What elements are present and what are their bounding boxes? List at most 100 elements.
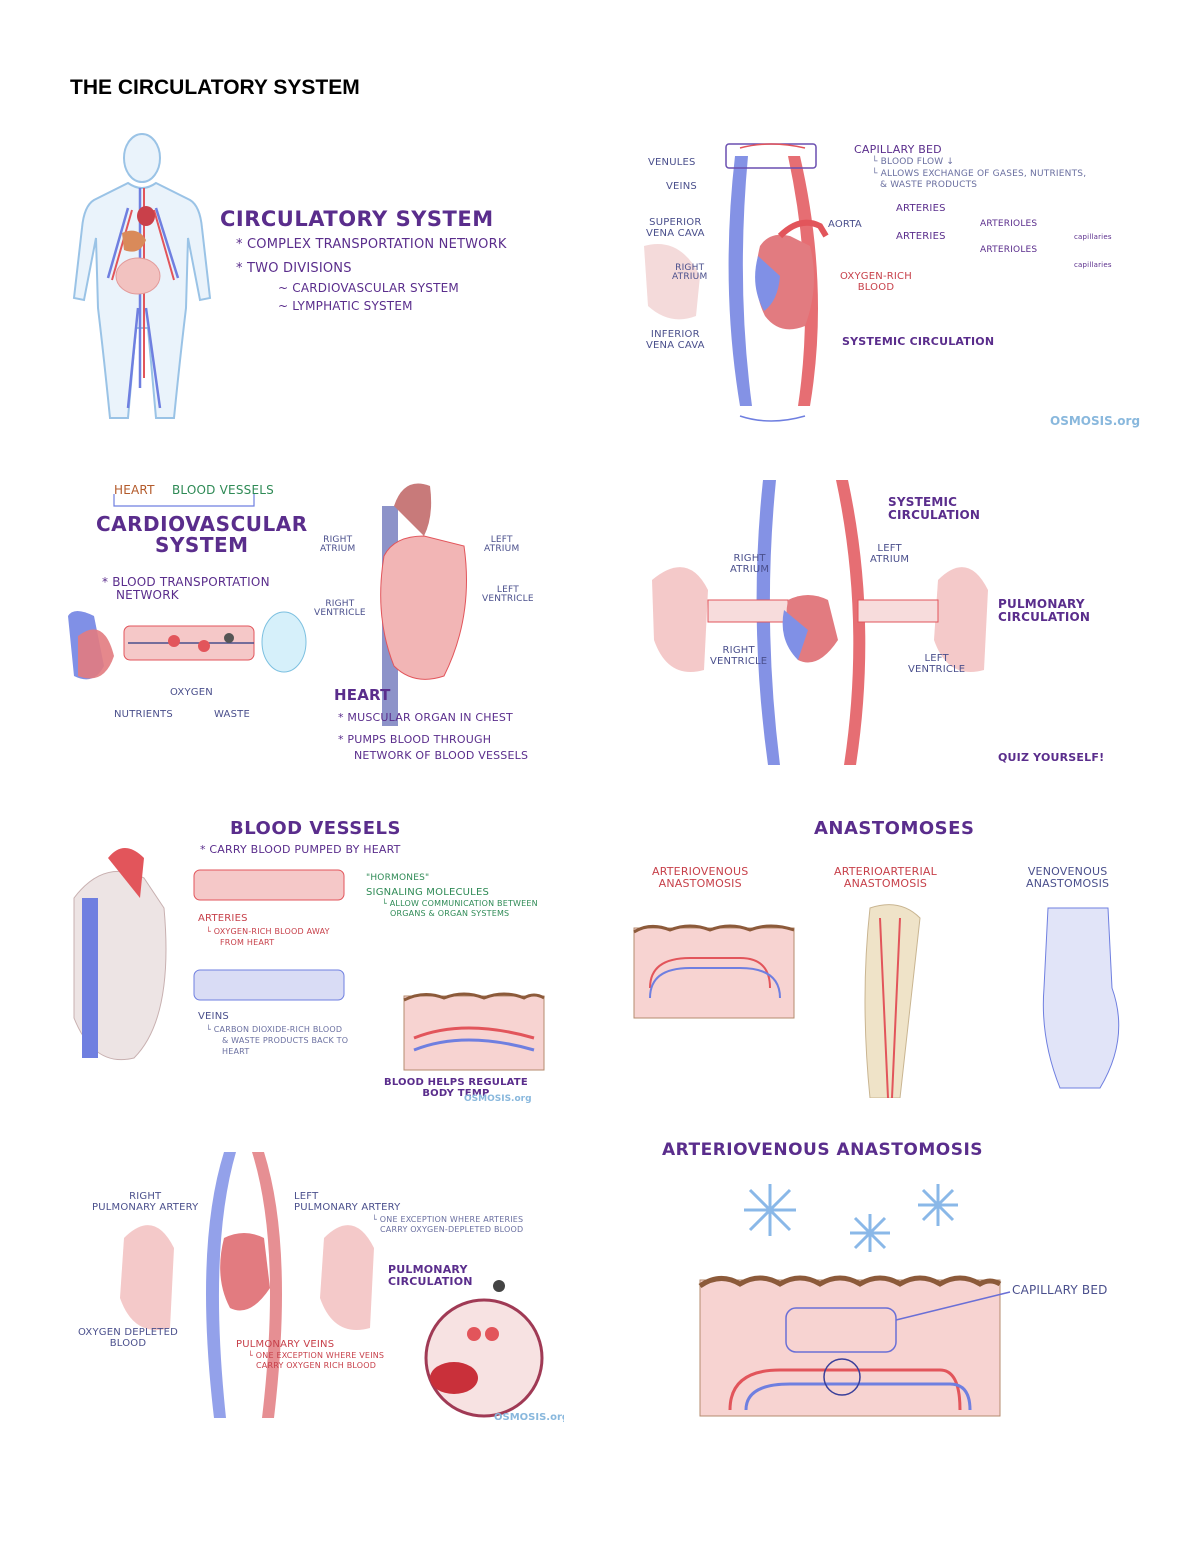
- left-ventricle-label: LEFT VENTRICLE: [908, 653, 966, 675]
- capillaries-label-2: capillaries: [1074, 261, 1112, 269]
- sub-lymphatic: ~ LYMPHATIC SYSTEM: [278, 299, 413, 313]
- lpa-line-2: PULMONARY ARTERY: [294, 1201, 401, 1213]
- heart-bullet-3: NETWORK of BLOOD VESSELS: [354, 749, 529, 762]
- aorta-label: AORTA: [828, 219, 862, 230]
- pulmonary-circulation-label: PULMONARY CIRCULATION: [388, 1264, 473, 1287]
- panel-cardiovascular-system: HEART BLOOD VESSELS CARDIOVASCULAR SYSTE…: [64, 466, 554, 774]
- osmosis-logo: OSMOSIS.org: [494, 1412, 564, 1423]
- signaling-note-1: └ ALLOW COMMUNICATION between: [382, 899, 538, 908]
- superior-vena-cava-label: SUPERIOR VENA CAVA: [646, 217, 705, 239]
- right-atrium-label: RIGHT ATRIUM: [672, 263, 708, 283]
- pulmonary-circulation-label: PULMONARY CIRCULATION: [998, 598, 1090, 623]
- anastomoses-diagram: [633, 904, 1120, 1098]
- blood-vessels-diagram: [73, 848, 545, 1071]
- veins-note-1: └ CARBON DIOXIDE-RICH BLOOD: [206, 1025, 343, 1034]
- signaling-note-2: ORGANS & ORGAN SYSTEMS: [390, 909, 510, 918]
- veins-label: VEINS: [666, 181, 697, 192]
- pul4-line-2: CIRCULATION: [998, 609, 1091, 624]
- sys4-line-1: SYSTEMIC: [888, 495, 958, 509]
- arterioles-label-1: ARTERIOLES: [980, 219, 1038, 229]
- av-line-1: ARTERIOVENOUS: [652, 865, 749, 878]
- pulmonary-veins-label: PULMONARY VEINS: [236, 1339, 335, 1350]
- aa-line-1: ARTERIOARTERIAL: [834, 865, 937, 878]
- ra3-line-2: ATRIUM: [320, 544, 356, 555]
- venovenous-label: VENOVENOUS ANASTOMOSIS: [1026, 866, 1109, 889]
- rpa-line-2: PULMONARY ARTERY: [92, 1201, 199, 1213]
- quiz-yourself-label[interactable]: QUIZ YOURSELF!: [998, 751, 1105, 764]
- capillary-bed-label: CAPILLARY BED: [1012, 1283, 1108, 1297]
- artery-exception-note-2: CARRY OXYGEN-DEPLETED BLOOD: [380, 1225, 524, 1234]
- pulmonary-circulation-diagram: [120, 1152, 544, 1418]
- hormones-label: "HORMONES": [366, 873, 430, 883]
- osmosis-logo: OSMOSIS.org: [1050, 414, 1141, 428]
- lv3-line-1: LEFT: [496, 585, 519, 595]
- temp-line-1: BLOOD HELPS REGULATE: [384, 1077, 528, 1088]
- panel-blood-vessels: BLOOD VESSELS * CARRY BLOOD PUMPED by HE…: [64, 818, 554, 1108]
- right-pulmonary-artery-label: RIGHT PULMONARY ARTERY: [92, 1191, 199, 1213]
- veins-note-3: HEART: [222, 1047, 250, 1056]
- la4-line-1: LEFT: [877, 543, 902, 554]
- blood-vessels-title: BLOOD VESSELS: [230, 818, 401, 839]
- ra3-line-1: RIGHT: [323, 535, 353, 545]
- lv4-line-1: LEFT: [924, 653, 949, 664]
- nutrients-label: NUTRIENTS: [114, 709, 173, 720]
- waste-label: WASTE: [214, 709, 250, 720]
- ivc-line-2: VENA CAVA: [646, 339, 705, 351]
- arterioles-label-2: ARTERIOLES: [980, 245, 1038, 255]
- temp-line-2: BODY TEMP: [422, 1087, 490, 1099]
- capillary-bed-label: CAPILLARY BED: [854, 143, 942, 156]
- ivc-line-1: INFERIOR: [650, 329, 700, 340]
- inferior-vena-cava-label: INFERIOR VENA CAVA: [646, 329, 705, 351]
- svc-line-2: VENA CAVA: [646, 227, 705, 239]
- left-atrium-label: LEFT ATRIUM: [870, 543, 909, 565]
- body-figure-illustration: [72, 133, 212, 419]
- vv-line-1: VENOVENOUS: [1027, 865, 1108, 878]
- capillary-bed-note-1: └ BLOOD FLOW ↓: [872, 157, 955, 167]
- bullet-complex-network: * COMPLEX TRANSPORTATION NETWORK: [236, 237, 507, 252]
- left-ventricle-label: LEFT VENTRICLE: [482, 585, 534, 605]
- odb-line-1: OXYGEN DEPLETED: [78, 1327, 178, 1338]
- heart-title: HEART: [334, 686, 391, 704]
- lpa-line-1: LEFT: [294, 1191, 319, 1202]
- systemic-circulation-diagram: [644, 143, 829, 422]
- lv4-line-2: VENTRICLE: [908, 663, 966, 675]
- sub-cardiovascular: ~ CARDIOVASCULAR SYSTEM: [278, 281, 459, 295]
- anastomoses-title: ANASTOMOSES: [814, 818, 975, 839]
- osmosis-logo: OSMOSIS.org: [464, 1094, 532, 1104]
- pul7-line-1: PULMONARY: [388, 1263, 468, 1276]
- rv4-line-1: RIGHT: [722, 645, 755, 656]
- svc-line-1: SUPERIOR: [649, 217, 702, 228]
- orb-line-2: BLOOD: [857, 281, 895, 293]
- pul7-line-2: CIRCULATION: [388, 1274, 473, 1288]
- left-atrium-label: LEFT ATRIUM: [484, 535, 520, 555]
- arteries-note-1: └ OXYGEN-RICH BLOOD AWAY: [206, 927, 330, 936]
- veins-label: VEINS: [198, 1011, 229, 1022]
- oxygen-label: OXYGEN: [170, 687, 213, 698]
- vv-line-2: ANASTOMOSIS: [1026, 876, 1110, 890]
- panel-arteriovenous-anastomosis: ARTERIOVENOUS ANASTOMOSIS CAPILLARY BED: [660, 1140, 1146, 1418]
- page-title: THE CIRCULATORY SYSTEM: [70, 76, 360, 99]
- la3-line-1: LEFT: [490, 535, 513, 545]
- heart-top-label: HEART: [114, 483, 155, 497]
- ra-line-2: ATRIUM: [672, 272, 708, 283]
- rv3-line-2: VENTRICLE: [314, 608, 366, 619]
- ra-line-1: RIGHT: [675, 263, 705, 273]
- right-ventricle-label: RIGHT VENTRICLE: [314, 599, 366, 619]
- heart-bullet-1: * MUSCULAR ORGAN in CHEST: [338, 711, 513, 724]
- blood-vessels-top-label: BLOOD VESSELS: [172, 483, 274, 497]
- veins-note-2: & WASTE PRODUCTS BACK to: [222, 1036, 349, 1045]
- capillary-bed-note-3: & WASTE PRODUCTS: [880, 180, 978, 190]
- ra4-line-1: RIGHT: [733, 553, 766, 564]
- heart-bullet-2: * PUMPS BLOOD through: [338, 733, 492, 746]
- panel-circulatory-system: CIRCULATORY SYSTEM * COMPLEX TRANSPORTAT…: [68, 128, 548, 428]
- oxygen-depleted-label: OXYGEN DEPLETED BLOOD: [78, 1327, 178, 1349]
- arterioarterial-label: ARTERIOARTERIAL ANASTOMOSIS: [834, 866, 937, 889]
- panel-systemic-circulation: VENULES VEINS CAPILLARY BED └ BLOOD FLOW…: [640, 136, 1145, 432]
- capillary-bed-note-2: └ ALLOWS EXCHANGE of GASES, NUTRIENTS,: [872, 169, 1087, 179]
- bt-line-2: NETWORK: [116, 587, 179, 602]
- right-atrium-label: RIGHT ATRIUM: [730, 553, 769, 575]
- rpa-line-1: RIGHT: [129, 1191, 162, 1202]
- panel-anastomoses: ANASTOMOSES ARTERIOVENOUS ANASTOMOSIS AR…: [630, 818, 1140, 1098]
- arteriovenous-anastomosis-title: ARTERIOVENOUS ANASTOMOSIS: [662, 1140, 984, 1160]
- la3-line-2: ATRIUM: [484, 544, 520, 555]
